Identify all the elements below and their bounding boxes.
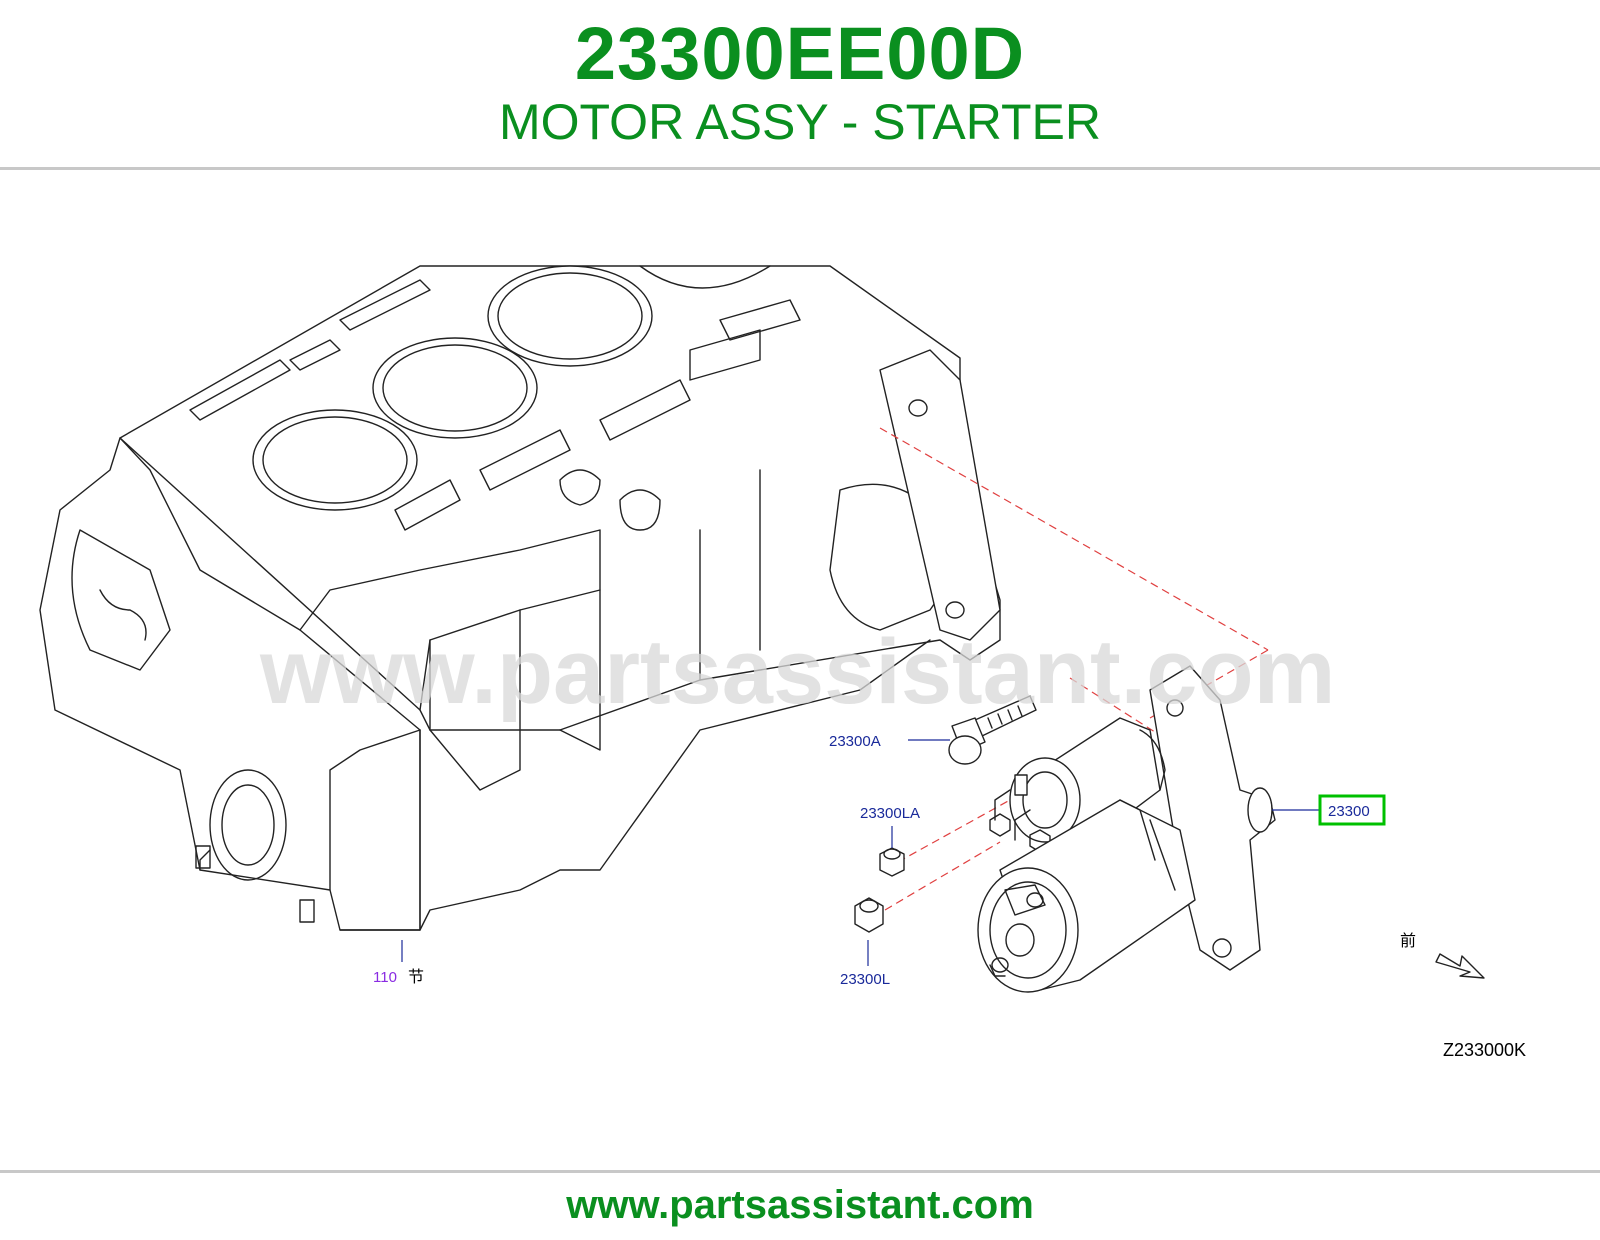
callout-23300[interactable]: 23300 — [1328, 803, 1370, 820]
callout-23300-highlight-box — [1318, 794, 1386, 826]
diagram-code: Z233000K — [1443, 1040, 1526, 1060]
starter-motor-drawing — [977, 665, 1276, 993]
header: 23300EE00D MOTOR ASSY - STARTER — [0, 0, 1600, 168]
alignment-line-nut-l — [884, 841, 1001, 911]
front-marker-char: 前 — [1400, 931, 1416, 950]
front-direction-marker: 前 — [1400, 931, 1485, 979]
front-arrow-icon — [1435, 953, 1485, 979]
alignment-line-upper — [879, 427, 1269, 651]
part-number-title: 23300EE00D — [574, 12, 1026, 95]
callout-23300L[interactable]: 23300L — [840, 971, 890, 988]
callout-23300LA[interactable]: 23300LA — [860, 805, 920, 822]
nut-23300L-drawing — [854, 897, 884, 933]
nut-23300LA-drawing — [879, 847, 905, 877]
callout-110[interactable]: 110 — [373, 969, 397, 986]
part-description: MOTOR ASSY - STARTER — [499, 94, 1101, 150]
header-divider — [0, 167, 1600, 170]
callout-110-char: 节 — [408, 967, 424, 986]
footer-url[interactable]: www.partsassistant.com — [566, 1183, 1034, 1227]
callout-23300A[interactable]: 23300A — [829, 733, 881, 750]
footer-divider — [0, 1170, 1600, 1173]
alignment-line-nut-la — [897, 799, 1011, 863]
alignment-line-lower — [1149, 649, 1269, 719]
watermark: www.partsassistant.com — [259, 621, 1335, 723]
bolt-23300A-drawing — [948, 695, 1037, 765]
exploded-parts-diagram: www.partsassistant.com 23300A 23300LA 23… — [39, 265, 1526, 1060]
engine-block-drawing — [39, 265, 1001, 931]
